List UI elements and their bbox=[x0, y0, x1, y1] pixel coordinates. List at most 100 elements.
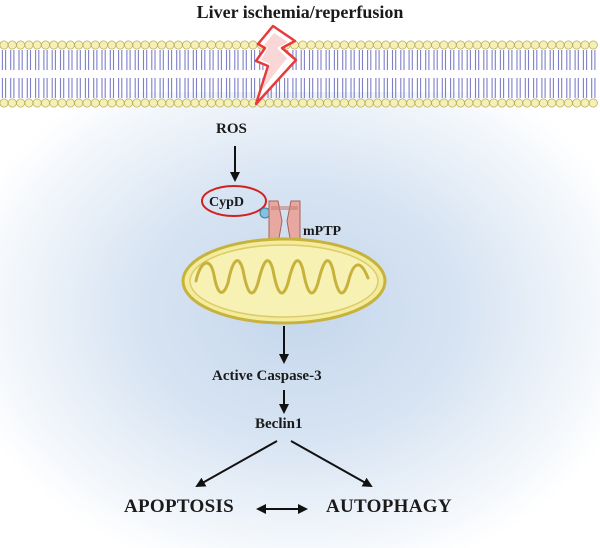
lipid-head bbox=[306, 40, 316, 50]
lipid-head bbox=[422, 98, 432, 108]
lipid-head bbox=[223, 40, 233, 50]
lipid-head bbox=[7, 98, 17, 108]
cypd-label: CypD bbox=[209, 195, 245, 210]
lipid-head bbox=[165, 40, 175, 50]
lipid-head bbox=[57, 98, 67, 108]
lipid-head bbox=[32, 98, 42, 108]
lipid-head bbox=[74, 40, 84, 50]
lipid-head bbox=[397, 40, 407, 50]
lipid-head bbox=[41, 98, 51, 108]
lipid-head bbox=[572, 98, 582, 108]
ros-label: ROS bbox=[216, 121, 247, 137]
lipid-head bbox=[381, 98, 391, 108]
lipid-head bbox=[240, 40, 250, 50]
lipid-head bbox=[265, 98, 275, 108]
lipid-head bbox=[447, 98, 457, 108]
beclin-label: Beclin1 bbox=[255, 416, 303, 432]
lipid-head bbox=[74, 98, 84, 108]
lipid-head bbox=[323, 98, 333, 108]
lipid-head bbox=[439, 40, 449, 50]
lipid-head bbox=[148, 98, 158, 108]
lipid-head bbox=[24, 40, 34, 50]
lipid-head bbox=[547, 40, 557, 50]
lipid-head bbox=[298, 40, 308, 50]
autophagy-label: AUTOPHAGY bbox=[326, 496, 452, 517]
lipid-head bbox=[431, 98, 441, 108]
lipid-head bbox=[298, 98, 308, 108]
lipid-head bbox=[314, 40, 324, 50]
arrow-beclin-to-apoptosis bbox=[195, 440, 278, 487]
lipid-head bbox=[115, 98, 125, 108]
lipid-head bbox=[215, 98, 225, 108]
lipid-head bbox=[588, 98, 598, 108]
lipid-head bbox=[431, 40, 441, 50]
lipid-head bbox=[206, 98, 216, 108]
lipid-head bbox=[472, 98, 482, 108]
lipid-head bbox=[530, 98, 540, 108]
lipid-head bbox=[182, 40, 192, 50]
lipid-head bbox=[65, 40, 75, 50]
lipid-head bbox=[563, 40, 573, 50]
lipid-head bbox=[16, 40, 26, 50]
lipid-head bbox=[455, 40, 465, 50]
lipid-head bbox=[406, 98, 416, 108]
lipid-head bbox=[381, 40, 391, 50]
lipid-head bbox=[356, 40, 366, 50]
lipid-head bbox=[289, 98, 299, 108]
lipid-head bbox=[397, 98, 407, 108]
caspase-label: Active Caspase-3 bbox=[212, 368, 322, 384]
lipid-head bbox=[7, 40, 17, 50]
lipid-head bbox=[364, 98, 374, 108]
lipid-head bbox=[231, 98, 241, 108]
lipid-head bbox=[364, 40, 374, 50]
lipid-head bbox=[215, 40, 225, 50]
mptp-label: mPTP bbox=[303, 224, 342, 239]
lipid-head bbox=[240, 98, 250, 108]
lipid-head bbox=[472, 40, 482, 50]
lipid-head bbox=[32, 40, 42, 50]
lipid-head bbox=[148, 40, 158, 50]
lipid-head bbox=[514, 98, 524, 108]
lipid-head bbox=[555, 40, 565, 50]
lipid-head bbox=[223, 98, 233, 108]
lipid-head bbox=[539, 40, 549, 50]
lipid-head bbox=[140, 40, 150, 50]
lipid-head bbox=[57, 40, 67, 50]
lipid-head bbox=[339, 98, 349, 108]
lipid-head bbox=[348, 40, 358, 50]
lipid-head bbox=[522, 40, 532, 50]
lipid-head bbox=[107, 98, 117, 108]
lipid-head bbox=[480, 40, 490, 50]
lipid-head bbox=[464, 40, 474, 50]
lipid-head bbox=[124, 98, 134, 108]
lipid-head bbox=[547, 98, 557, 108]
lipid-head bbox=[157, 40, 167, 50]
lipid-head bbox=[306, 98, 316, 108]
lipid-head bbox=[588, 40, 598, 50]
lipid-head bbox=[422, 40, 432, 50]
lipid-head bbox=[497, 40, 507, 50]
lipid-head bbox=[514, 40, 524, 50]
lipid-head bbox=[41, 40, 51, 50]
lipid-head bbox=[273, 98, 283, 108]
lipid-head bbox=[190, 98, 200, 108]
lipid-head bbox=[190, 40, 200, 50]
lipid-head bbox=[563, 98, 573, 108]
lipid-head bbox=[414, 40, 424, 50]
lipid-head bbox=[49, 98, 59, 108]
lipid-head bbox=[206, 40, 216, 50]
lipid-head bbox=[439, 98, 449, 108]
lipid-head bbox=[314, 98, 324, 108]
lipid-head bbox=[231, 40, 241, 50]
cell-membrane bbox=[0, 40, 598, 108]
diagram-title: Liver ischemia/reperfusion bbox=[196, 2, 404, 22]
lipid-head bbox=[82, 98, 92, 108]
lipid-head bbox=[339, 40, 349, 50]
lipid-head bbox=[505, 40, 515, 50]
lipid-head bbox=[530, 40, 540, 50]
lipid-head bbox=[489, 98, 499, 108]
lipid-head bbox=[99, 98, 109, 108]
lipid-head bbox=[115, 40, 125, 50]
lipid-head bbox=[140, 98, 150, 108]
